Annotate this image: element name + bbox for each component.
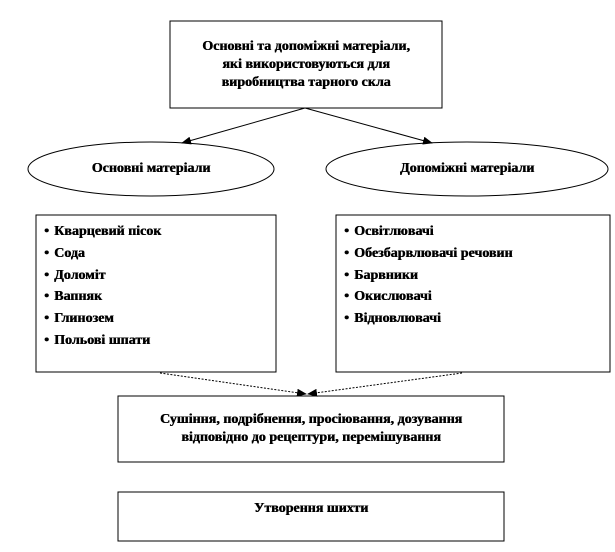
process-box-line-1: Сушіння, подрібнення, просіювання, дозув…: [159, 412, 463, 427]
list-item: •Вапняк: [44, 289, 102, 305]
left-ellipse-label: Основні матеріали: [91, 161, 211, 176]
process-box-text: Сушіння, подрібнення, просіювання, дозув…: [118, 396, 504, 462]
top-box-frame: [169, 20, 443, 109]
list-item: •Освітлювачі: [344, 224, 434, 239]
arrow-right-list-to-process: [307, 372, 463, 397]
list-item: •Відновлювачі: [344, 311, 441, 327]
result-box-text: Утворення шихти: [253, 501, 369, 516]
left-ellipse-shape: [27, 141, 275, 197]
top-box-line-3: виробництва тарного скла: [221, 74, 391, 90]
right-materials-list: •Освітлювачі •Обезбарвлювачі речовин •Ба…: [344, 221, 606, 330]
list-item: •Глинозем: [44, 311, 114, 327]
right-ellipse-shape: [325, 141, 609, 197]
top-box-line-1: Основні та допоміжні матеріали,: [202, 38, 410, 54]
list-item: •Сода: [44, 245, 85, 261]
top-box-title: Основні та допоміжні матеріали, які вико…: [170, 21, 442, 108]
list-item: •Окислювачі: [344, 289, 432, 305]
left-list-frame: [35, 214, 277, 373]
right-list-frame: [335, 214, 611, 373]
arrow-top-to-left-ellipse: [181, 107, 306, 145]
left-materials-list: •Кварцевий пісок •Сода •Доломіт •Вапняк …: [44, 221, 272, 352]
arrow-left-list-to-process: [159, 372, 307, 397]
right-ellipse-label: Допоміжні матеріали: [399, 161, 535, 176]
list-item: •Обезбарвлювачі речовин: [344, 245, 513, 261]
list-item: •Кварцевий пісок: [44, 224, 162, 239]
result-box-frame: [117, 491, 505, 542]
list-item: •Польові шпати: [44, 332, 151, 348]
list-item: •Доломіт: [44, 267, 106, 283]
arrow-top-to-right-ellipse: [304, 107, 433, 145]
top-box-line-2: які використовуються для: [222, 56, 390, 72]
process-box-line-2: відповідно до рецептури, перемішування: [181, 430, 441, 445]
list-item: •Барвники: [344, 267, 418, 283]
